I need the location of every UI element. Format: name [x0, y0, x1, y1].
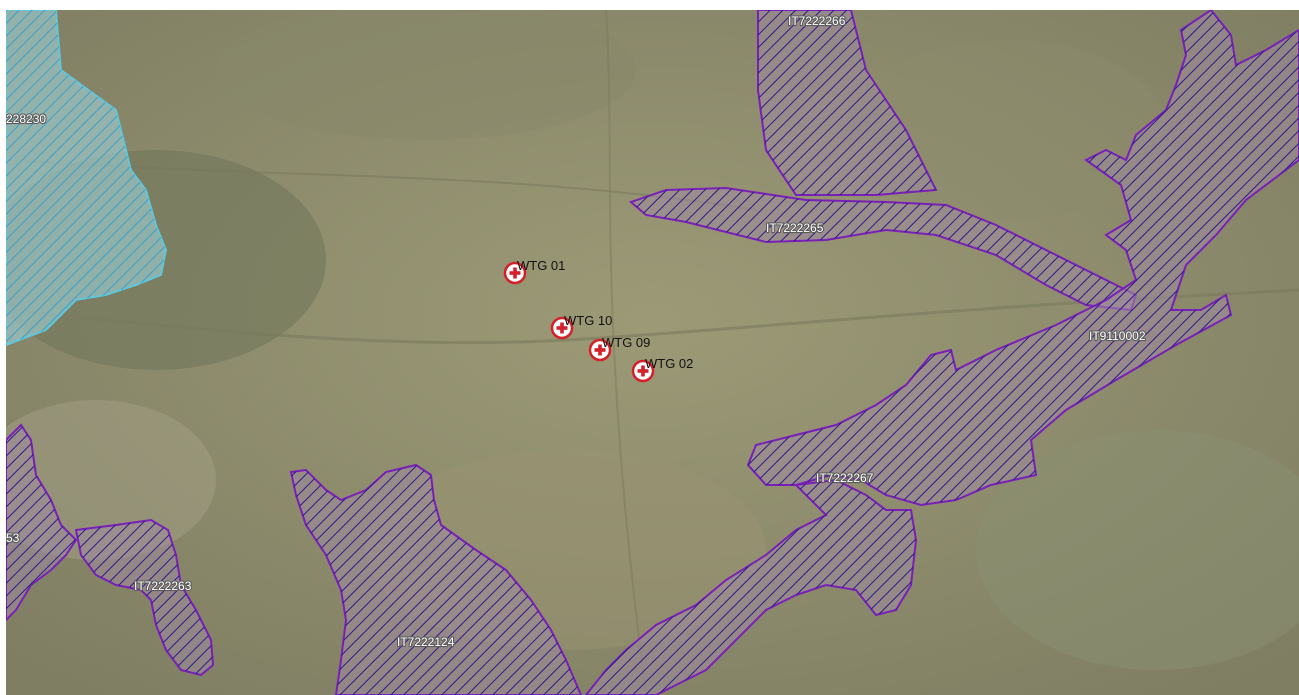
turbine-marker-wtg-10[interactable]: WTG 10 [550, 313, 612, 340]
zone-label-53: 53 [6, 531, 20, 545]
zone-hatch-IT7222263 [76, 520, 213, 675]
zone-label-228230: 228230 [6, 112, 46, 126]
zone-label-IT7222267: IT7222267 [816, 471, 874, 485]
terrain-field-patch [216, 10, 636, 140]
terrain-road [6, 288, 1299, 345]
zone-hatch-53 [6, 425, 76, 620]
zone-hatch-IT9110002 [748, 10, 1299, 505]
turbine-marker-wtg-02[interactable]: WTG 02 [631, 356, 693, 383]
circled-cross-icon [588, 338, 612, 362]
turbine-label: WTG 09 [602, 335, 650, 350]
turbine-label: WTG 02 [645, 356, 693, 371]
zone-hatch-IT7222124 [291, 465, 581, 695]
map-view[interactable]: IT7222266 IT7222265 IT9110002 IT7222267 … [6, 10, 1299, 695]
zone-label-IT7222265: IT7222265 [766, 221, 824, 235]
zone-labels: IT7222266 IT7222265 IT9110002 IT7222267 … [6, 13, 1147, 650]
turbine-markers: WTG 01 WTG 10 WTG 09 WTG 02 [503, 258, 693, 383]
zone-hatch-IT7222267 [586, 480, 916, 695]
terrain-field-patch [976, 430, 1299, 670]
zone-hatch-IT7222265 [631, 188, 1136, 310]
circled-cross-icon [550, 316, 574, 340]
protected-areas-natura [6, 10, 1299, 695]
map-canvas[interactable]: IT7222266 IT7222265 IT9110002 IT7222267 … [6, 10, 1299, 695]
zone-hatch-IT7222266 [758, 10, 936, 195]
zone-label-IT7222266: IT7222266 [788, 14, 846, 28]
zone-label-IT9110002: IT9110002 [1089, 329, 1146, 343]
turbine-marker-wtg-01[interactable]: WTG 01 [503, 258, 565, 285]
zone-label-IT7222124: IT7222124 [397, 635, 455, 649]
circled-cross-icon [631, 359, 655, 383]
protected-areas-special [6, 10, 167, 346]
turbine-marker-wtg-09[interactable]: WTG 09 [588, 335, 650, 362]
turbine-label: WTG 10 [564, 313, 612, 328]
zone-hatch-228230 [6, 10, 166, 345]
terrain-road [605, 10, 647, 695]
zone-label-IT7222263: IT7222263 [134, 579, 192, 593]
turbine-label: WTG 01 [517, 258, 565, 273]
circled-cross-icon [503, 261, 527, 285]
